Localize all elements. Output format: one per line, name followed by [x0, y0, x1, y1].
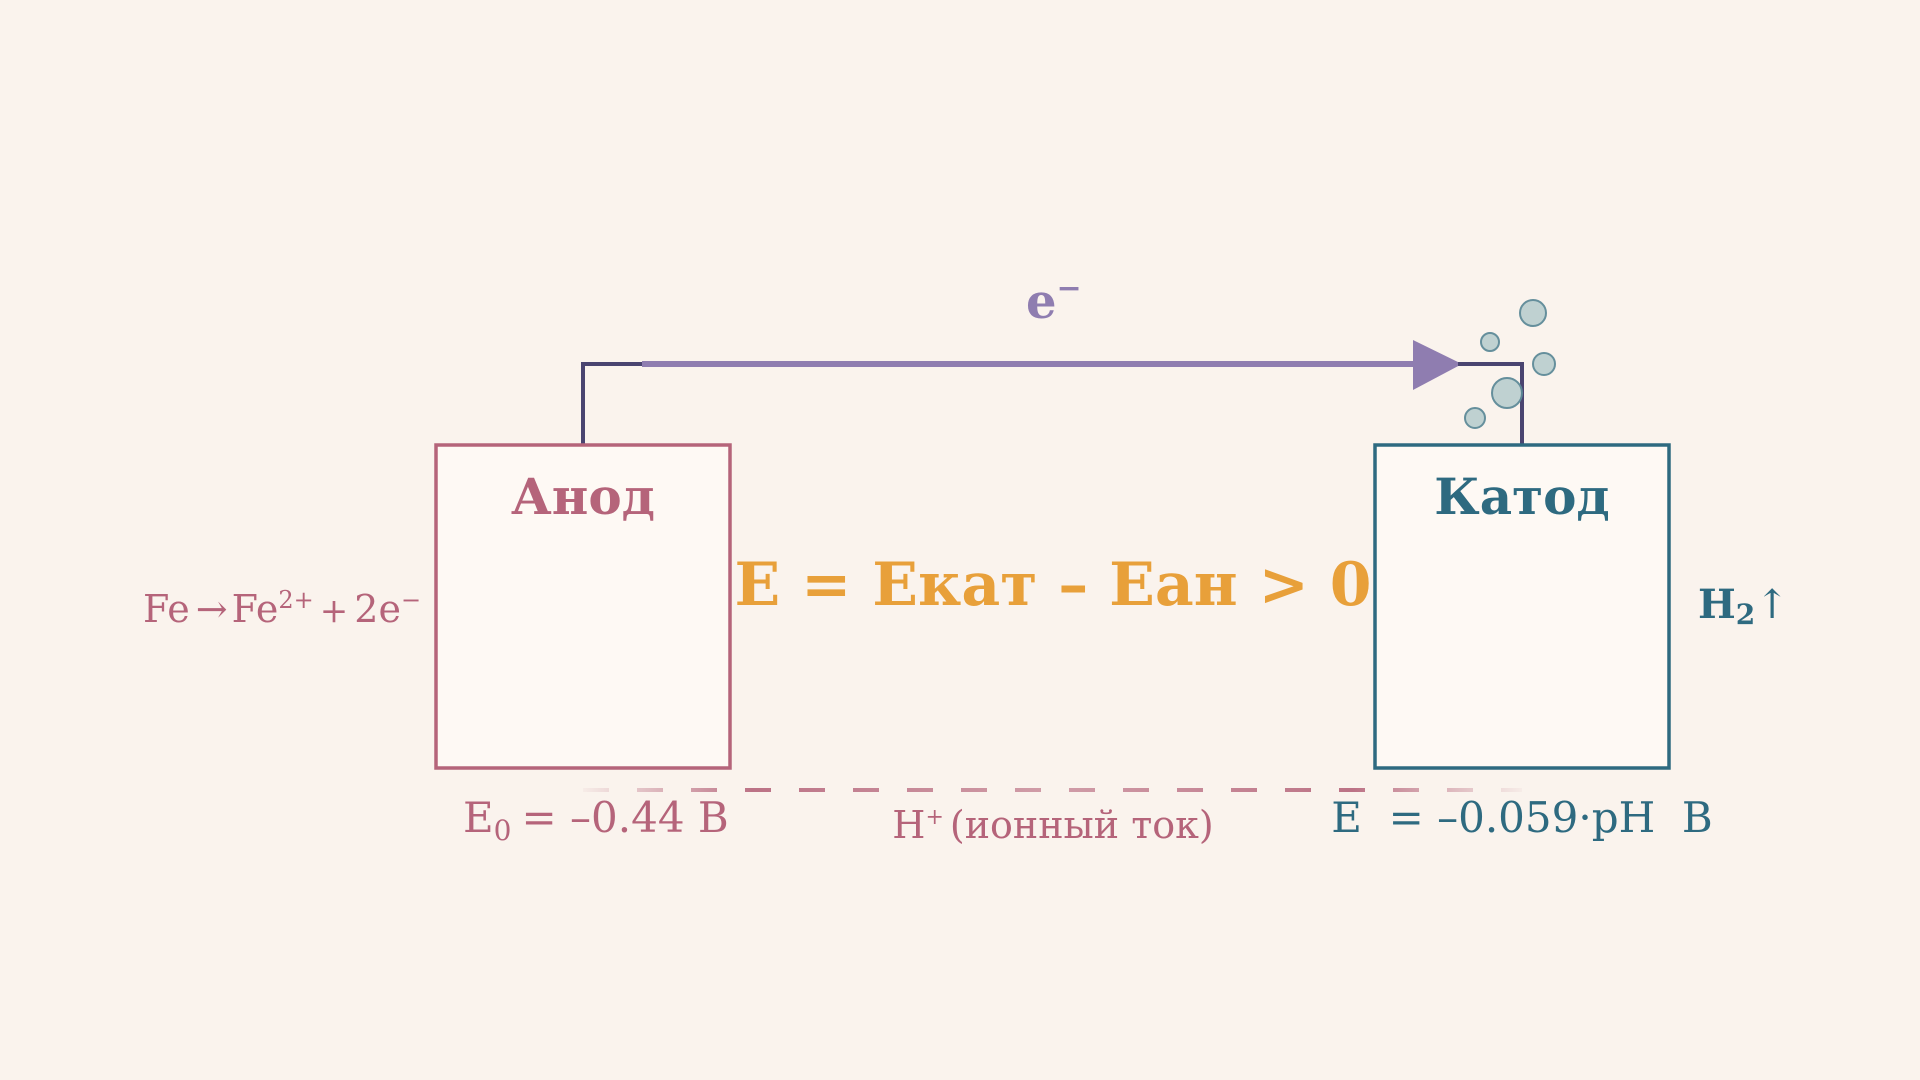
product-fe: Fe [232, 587, 279, 631]
gas-evolution-arrow: ↑ [1755, 582, 1789, 628]
external-circuit [581, 340, 1524, 445]
anode-box [434, 443, 732, 770]
anode-title: Анод [511, 467, 655, 526]
bubble-icon [1464, 407, 1486, 429]
bubble-icon [1532, 352, 1556, 376]
bubble-icon [1519, 299, 1547, 327]
hydrogen-bubbles [1464, 299, 1556, 429]
potential-subscript: 0 [494, 814, 512, 847]
potential-value: = –0.44 В [522, 793, 729, 842]
electron-label: e− [1026, 271, 1082, 330]
ion-charge: + [925, 805, 943, 830]
potential-symbol: E [463, 793, 494, 842]
anode-potential: E0 = –0.44 В [463, 793, 729, 847]
hydrogen-symbol: H [1698, 581, 1736, 628]
cathode-title: Катод [1434, 467, 1610, 526]
reaction-arrow: → [196, 587, 228, 631]
ionic-current-label: H+ (ионный ток) [892, 803, 1213, 847]
cathode-electrode: Катод [1373, 443, 1671, 770]
bubble-icon [1491, 377, 1523, 409]
anode-reaction: Fe→Fe2++2e− [143, 586, 421, 631]
reaction-plus: + [320, 591, 349, 631]
electron-symbol: e [1026, 274, 1057, 330]
reaction-electrons: 2e [354, 587, 401, 631]
cathode-potential: E = –0.059·pH В [1331, 793, 1713, 842]
bubble-icon [1480, 332, 1500, 352]
electrons-charge: − [401, 586, 421, 614]
electron-flow-arrowhead [1413, 340, 1462, 390]
ionic-current-text: (ионный ток) [950, 803, 1214, 847]
hydrogen-subscript: 2 [1736, 598, 1755, 631]
cathode-wire [1458, 362, 1524, 445]
reactant-fe: Fe [143, 587, 190, 631]
cathode-box [1373, 443, 1671, 770]
anode-electrode: Анод [434, 443, 732, 770]
product-charge: 2+ [278, 586, 313, 614]
anode-wire [581, 362, 645, 445]
cathode-product: H2↑ [1698, 581, 1789, 631]
cell-emf-equation: E = Eкат – Eан > 0 [734, 550, 1371, 620]
electron-charge: − [1057, 271, 1082, 306]
ion-symbol: H [892, 803, 925, 847]
